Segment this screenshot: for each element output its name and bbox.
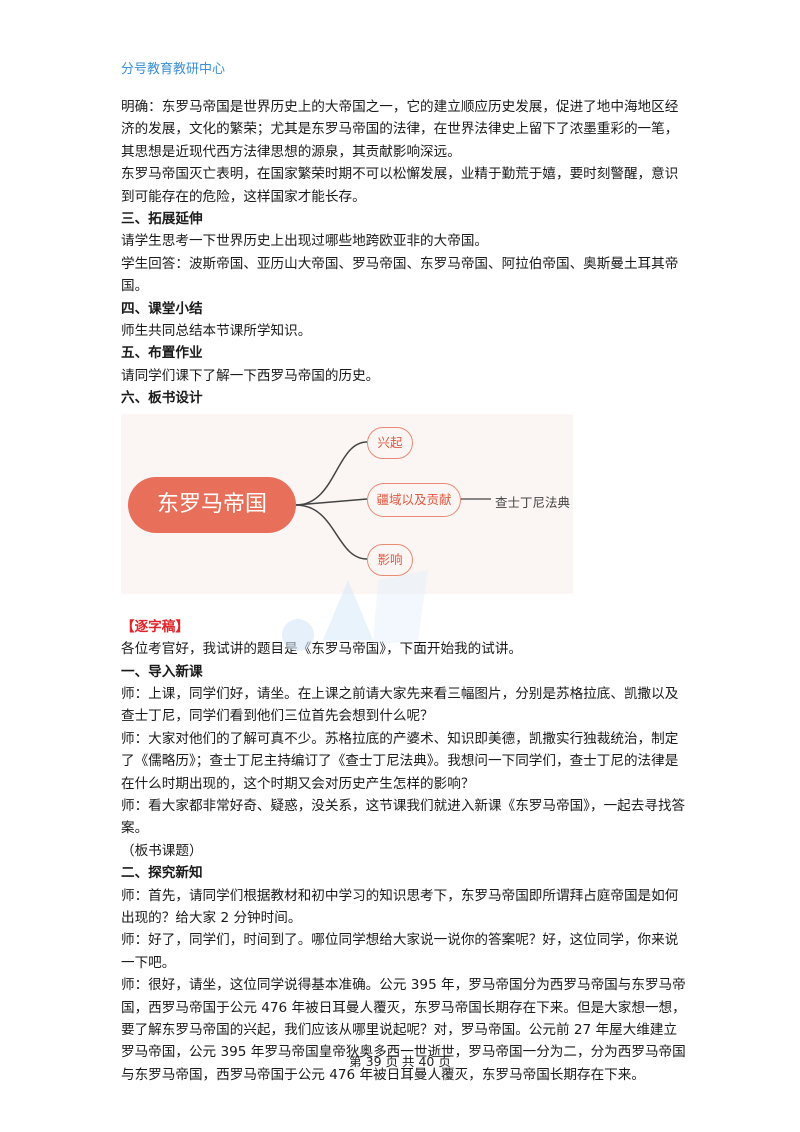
page-footer: 第 39 页 共 40 页 [349, 1054, 451, 1069]
section-heading: 四、课堂小结 [121, 300, 203, 317]
section-heading: 二、探究新知 [121, 865, 203, 882]
paragraph: 师：很好，请坐，这位同学说得基本准确。公元 395 年，罗马帝国分为西罗马帝国与… [121, 977, 686, 1083]
paragraph: 师：上课，同学们好，请坐。在上课之前请大家先来看三幅图片，分别是苏格拉底、凯撒以… [121, 685, 679, 725]
paragraph: 师：好了，同学们，时间到了。哪位同学想给大家说一说你的答案呢？好，这位同学，你来… [121, 932, 679, 971]
mindmap-leaf-code: 查士丁尼法典 [495, 494, 571, 510]
paragraph: 师：首先，请同学们根据教材和初中学习的知识思考下，东罗马帝国即所谓拜占庭帝国是如… [121, 887, 679, 926]
board-design-mindmap: 东罗马帝国 兴起 疆域以及贡献 影响 查士丁尼法典 [121, 413, 573, 594]
section-heading: 一、导入新课 [121, 663, 203, 680]
section-heading: 六、板书设计 [121, 390, 203, 407]
paragraph: 请学生思考一下世界历史上出现过哪些地跨欧亚非的大帝国。 [121, 233, 489, 250]
transcript-tag: 【逐字稿】 [121, 618, 189, 635]
document-body: 明确：东罗马帝国是世界历史上的大帝国之一，它的建立顺应历史发展，促进了地中海地区… [121, 96, 687, 1086]
mindmap-root-node: 东罗马帝国 [128, 476, 296, 533]
paragraph: 师：大家对他们的了解可真不少。苏格拉底的产婆术、知识即美德，凯撒实行独裁统治，制… [121, 730, 679, 792]
mindmap-branch-territory: 疆域以及贡献 [367, 482, 461, 517]
header-org-name: 分号教育教研中心 [121, 62, 226, 77]
paragraph: 请同学们课下了解一下西罗马帝国的历史。 [121, 367, 380, 384]
mindmap-branch-rise: 兴起 [367, 426, 413, 459]
mindmap-branch-influence: 影响 [367, 543, 413, 576]
paragraph: （板书课题） [121, 842, 203, 859]
paragraph: 学生回答：波斯帝国、亚历山大帝国、罗马帝国、东罗马帝国、阿拉伯帝国、奥斯曼土耳其… [121, 255, 679, 295]
section-heading: 三、拓展延伸 [121, 211, 203, 228]
section-heading: 五、布置作业 [121, 345, 203, 362]
paragraph: 明确：东罗马帝国是世界历史上的大帝国之一，它的建立顺应历史发展，促进了地中海地区… [121, 99, 679, 160]
paragraph: 各位考官好，我试讲的题目是《东罗马帝国》，下面开始我的试讲。 [121, 641, 523, 658]
paragraph: 师：看大家都非常好奇、疑惑，没关系，这节课我们就进入新课《东罗马帝国》，一起去寻… [121, 797, 686, 837]
mindmap-connectors [295, 440, 491, 560]
paragraph: 东罗马帝国灭亡表明，在国家繁荣时期不可以松懈发展，业精于勤荒于嬉，要时刻警醒，意… [121, 166, 679, 205]
paragraph: 师生共同总结本节课所学知识。 [121, 323, 312, 340]
